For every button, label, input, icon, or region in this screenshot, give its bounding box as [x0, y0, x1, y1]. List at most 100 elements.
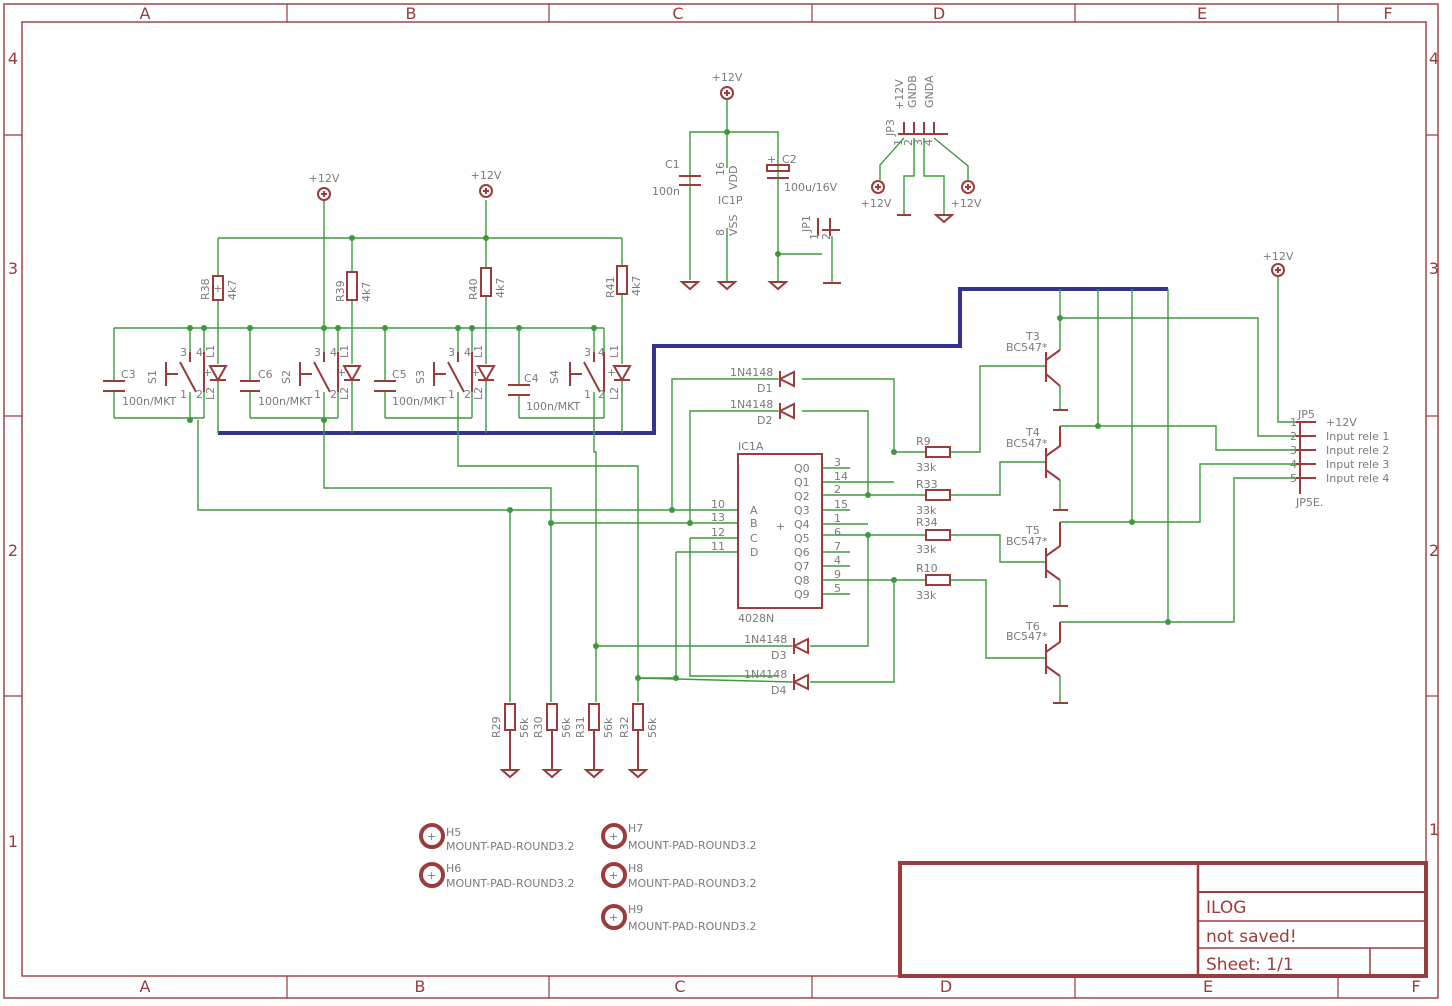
switch-s2[interactable]: S2 3 4 1 2 [280, 346, 339, 401]
resistor-r39[interactable]: R39 4k7 [334, 271, 373, 302]
svg-text:MOUNT-PAD-ROUND3.2: MOUNT-PAD-ROUND3.2 [446, 877, 575, 890]
svg-text:Input rele 3: Input rele 3 [1326, 458, 1389, 471]
led-s3[interactable]: + L1 L2 [471, 345, 496, 400]
mount-pad-h5[interactable]: + H5 MOUNT-PAD-ROUND3.2 [419, 823, 575, 853]
svg-text:12: 12 [711, 526, 725, 539]
transistor-t4[interactable]: T4 BC547* [1006, 426, 1061, 481]
capacitor-c4[interactable]: C4 100n/MKT [508, 372, 581, 413]
svg-text:2: 2 [820, 233, 833, 240]
svg-text:33k: 33k [916, 504, 937, 517]
svg-text:+12V: +12V [893, 79, 906, 110]
svg-text:R39: R39 [334, 280, 347, 302]
svg-text:C6: C6 [258, 368, 273, 381]
resistor-r31[interactable]: R31 56k [574, 703, 615, 738]
svg-text:JP3: JP3 [884, 119, 897, 137]
led-s4[interactable]: + L1 L2 [607, 345, 632, 400]
diode-d2[interactable]: 1N4148 D2 [730, 398, 795, 427]
diode-d3[interactable]: 1N4148 D3 [744, 633, 809, 662]
svg-text:R38: R38 [199, 278, 212, 300]
wire-net[interactable] [113, 100, 1296, 702]
resistor-r30[interactable]: R30 56k [532, 703, 573, 738]
row-label-2: 2 [8, 541, 18, 560]
svg-text:R41: R41 [604, 276, 617, 298]
resistor-r29[interactable]: R29 56k [490, 703, 531, 738]
svg-text:2: 2 [1290, 430, 1297, 443]
svg-text:6: 6 [834, 526, 841, 539]
junction-dots [187, 129, 1171, 681]
svg-text:H8: H8 [628, 862, 643, 875]
col-label-a-bottom: A [140, 977, 151, 996]
svg-text:4k7: 4k7 [360, 282, 373, 302]
diode-d1[interactable]: 1N4148 D1 [730, 366, 795, 395]
col-label-c-bottom: C [674, 977, 685, 996]
led-s1[interactable]: + L1 L2 [203, 345, 228, 400]
svg-text:R33: R33 [916, 478, 938, 491]
mount-pad-h6[interactable]: + H6 MOUNT-PAD-ROUND3.2 [419, 862, 575, 890]
switch-s4[interactable]: S4 3 4 1 2 [548, 346, 605, 401]
svg-text:13: 13 [711, 511, 725, 524]
diode-d4[interactable]: 1N4148 D4 [744, 668, 809, 697]
bus-line[interactable] [218, 287, 1168, 435]
power-label-s2: +12V [309, 172, 340, 185]
resistor-r9[interactable]: R9 33k [916, 435, 951, 474]
svg-text:L2: L2 [472, 387, 485, 400]
resistor-r38[interactable]: + R38 4k7 [199, 275, 239, 301]
svg-text:100n/MKT: 100n/MKT [258, 395, 313, 408]
svg-text:L1: L1 [204, 345, 217, 358]
mount-pad-h9[interactable]: + H9 MOUNT-PAD-ROUND3.2 [601, 903, 757, 933]
svg-text:+: + [213, 282, 222, 295]
switch-s1[interactable]: S1 3 4 1 2 [146, 346, 205, 401]
transistor-t3[interactable]: T3 BC547* [1006, 330, 1061, 387]
transistor-t6[interactable]: T6 BC547* [1006, 620, 1061, 677]
capacitor-c5[interactable]: C5 100n/MKT [374, 368, 447, 408]
resistor-r32[interactable]: R32 56k [618, 703, 659, 738]
resistor-r33[interactable]: R33 33k [916, 478, 951, 517]
transistor-t5[interactable]: T5 BC547* [1006, 522, 1061, 581]
svg-text:Q2: Q2 [794, 490, 810, 503]
mount-pad-h8[interactable]: + H8 MOUNT-PAD-ROUND3.2 [601, 862, 757, 890]
svg-text:BC547*: BC547* [1006, 437, 1048, 450]
svg-text:BC547*: BC547* [1006, 535, 1048, 548]
resistor-r34[interactable]: R34 33k [916, 516, 951, 556]
switch-s3[interactable]: S3 3 4 1 2 [414, 346, 473, 401]
svg-text:GNDA: GNDA [923, 75, 936, 108]
ic-power-unit[interactable]: IC1P VDD VSS 16 8 [714, 162, 743, 236]
svg-text:C5: C5 [392, 368, 407, 381]
col-label-b: B [406, 4, 417, 23]
capacitor-c1[interactable]: C1 100n [652, 158, 701, 198]
connector-jp5[interactable]: JP5 JP5E. 1 2 3 4 5 +12V Input rele 1 In… [1290, 408, 1389, 509]
title-text: ILOG [1206, 898, 1246, 918]
svg-text:1N4148: 1N4148 [730, 398, 773, 411]
capacitor-c2[interactable]: + C2 100u/16V [766, 153, 838, 194]
svg-text:L2: L2 [204, 387, 217, 400]
save-status: not saved! [1206, 927, 1297, 947]
capacitor-c6[interactable]: C6 100n/MKT [240, 368, 313, 408]
header-jp3[interactable]: JP3 +12V GNDB GNDA 1 2 3 4 [884, 75, 948, 146]
led-s2[interactable]: + L1 L2 [337, 345, 362, 400]
svg-text:+: + [203, 366, 212, 379]
capacitor-c3[interactable]: C3 100n/MKT [103, 368, 177, 408]
row-label-3: 3 [8, 259, 18, 278]
svg-text:BC547*: BC547* [1006, 630, 1048, 643]
ic-4028n[interactable]: IC1A 4028N + 10 A 13 B 12 C 11 D Q0 3 Q1… [711, 440, 848, 625]
jumper-jp1[interactable]: JP1 1 2 [800, 215, 840, 240]
svg-text:MOUNT-PAD-ROUND3.2: MOUNT-PAD-ROUND3.2 [628, 877, 757, 890]
svg-text:Q8: Q8 [794, 574, 810, 587]
svg-text:T4: T4 [1025, 426, 1040, 439]
svg-text:4: 4 [464, 346, 471, 359]
svg-text:R30: R30 [532, 716, 545, 738]
svg-text:JP5E.: JP5E. [1295, 496, 1323, 509]
row-label-2-right: 2 [1429, 541, 1439, 560]
resistor-r40[interactable]: R40 4k7 [467, 267, 507, 300]
svg-text:33k: 33k [916, 543, 937, 556]
mount-pad-h7[interactable]: + H7 MOUNT-PAD-ROUND3.2 [601, 822, 757, 852]
svg-text:MOUNT-PAD-ROUND3.2: MOUNT-PAD-ROUND3.2 [446, 840, 575, 853]
svg-text:100u/16V: 100u/16V [784, 181, 838, 194]
resistor-r41[interactable]: R41 4k7 [604, 265, 643, 298]
svg-text:VDD: VDD [727, 166, 740, 190]
col-label-d: D [933, 4, 945, 23]
svg-text:33k: 33k [916, 589, 937, 602]
svg-text:+: + [767, 153, 776, 166]
resistor-r10[interactable]: R10 33k [916, 562, 951, 602]
